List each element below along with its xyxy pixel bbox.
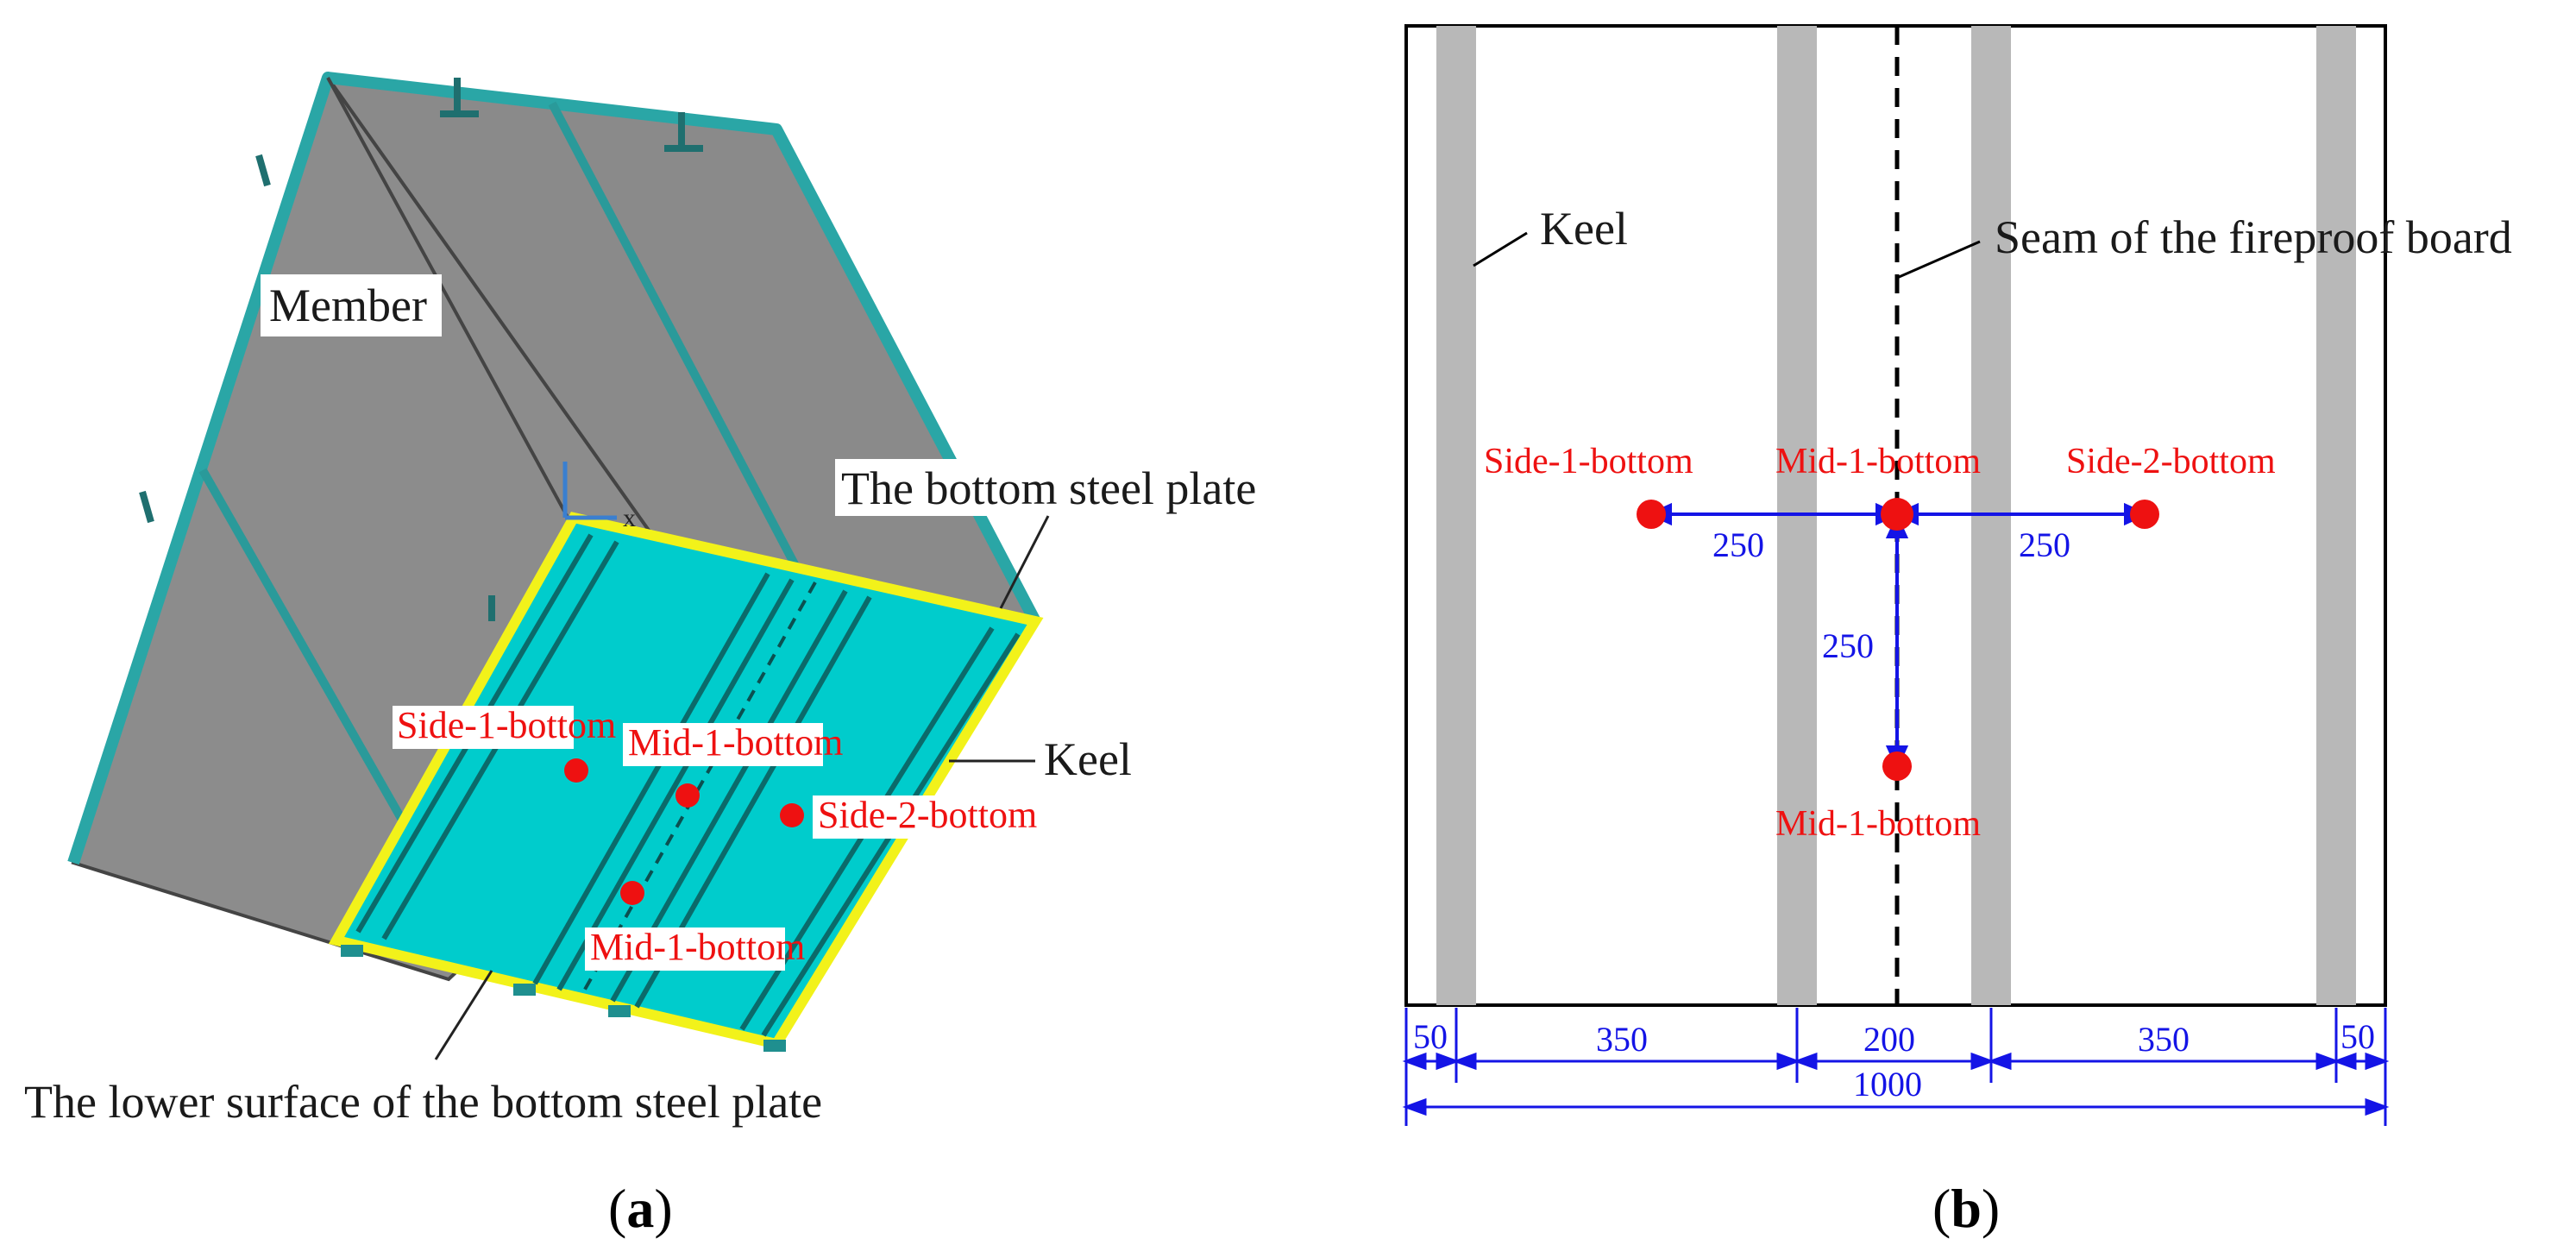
dim-250-left: 250 bbox=[1712, 525, 1764, 564]
dim-350-left: 350 bbox=[1596, 1020, 1648, 1059]
bottom-plate-label: The bottom steel plate bbox=[841, 462, 1256, 514]
caption-b: (b) bbox=[1932, 1178, 2000, 1239]
lower-surface-leader bbox=[434, 970, 493, 1060]
lower-surface-label: The lower surface of the bottom steel pl… bbox=[24, 1076, 822, 1128]
mid1-top-label-a: Mid-1-bottom bbox=[628, 721, 843, 764]
plate-seam-dashed bbox=[581, 582, 817, 995]
point-mid1-top-a bbox=[675, 783, 700, 808]
caption-a: (a) bbox=[608, 1178, 673, 1239]
points-a bbox=[564, 758, 804, 905]
side1-label-box-a bbox=[393, 706, 574, 749]
mid1-top-label-b: Mid-1-bottom bbox=[1775, 442, 1981, 481]
dim-350-right: 350 bbox=[2138, 1020, 2190, 1059]
mid1-low-label-box-a bbox=[585, 927, 785, 971]
side2-label-a: Side-2-bottom bbox=[818, 794, 1037, 836]
panel-b: Keel Seam of the fireproof board 250 250… bbox=[1402, 24, 2512, 1239]
dim-200: 200 bbox=[1863, 1020, 1915, 1059]
panel-a: x Member The bottom steel plate Keel Sid… bbox=[24, 72, 1305, 1239]
bottom-dims bbox=[1402, 1008, 2390, 1126]
keel-strip-1 bbox=[1436, 26, 1476, 1005]
dim-250-down: 250 bbox=[1822, 626, 1874, 665]
keel-strip-4 bbox=[2316, 26, 2356, 1005]
side1-label-b: Side-1-bottom bbox=[1484, 442, 1693, 481]
mid1-low-label-b: Mid-1-bottom bbox=[1775, 804, 1981, 844]
seam-leader bbox=[1896, 240, 1981, 280]
side2-label-b: Side-2-bottom bbox=[2066, 442, 2276, 481]
keel-leader-b bbox=[1473, 231, 1528, 267]
dim-50-left: 50 bbox=[1413, 1017, 1448, 1056]
points-b bbox=[1637, 498, 2159, 781]
member-label: Member bbox=[269, 280, 427, 331]
axis-x-label: x bbox=[623, 504, 636, 532]
point-mid1-low-a bbox=[620, 881, 644, 905]
axis-glyph: x bbox=[562, 462, 636, 532]
point-side1-b bbox=[1637, 500, 1666, 529]
keels-b bbox=[1436, 26, 2356, 1005]
side1-label-a: Side-1-bottom bbox=[397, 704, 616, 746]
seam-label: Seam of the fireproof board bbox=[1995, 211, 2512, 263]
member-label-box bbox=[261, 274, 442, 336]
side2-label-box-a bbox=[813, 795, 1018, 839]
point-mid1-low-b bbox=[1882, 751, 1912, 781]
point-side2-b bbox=[2130, 500, 2159, 529]
plate-feet bbox=[341, 945, 786, 1052]
dim-1000: 1000 bbox=[1853, 1065, 1922, 1104]
bottom-plate-leader bbox=[999, 515, 1050, 609]
keel-label-b: Keel bbox=[1540, 203, 1628, 255]
member-ticks bbox=[139, 78, 703, 621]
bottom-plate-label-box bbox=[835, 459, 1305, 516]
point-side2-a bbox=[780, 803, 804, 827]
point-side1-a bbox=[564, 758, 588, 783]
mid1-low-label-a: Mid-1-bottom bbox=[590, 926, 805, 968]
member-fold-2 bbox=[548, 101, 815, 598]
keel-label-a: Keel bbox=[1044, 733, 1132, 785]
dim-250-right: 250 bbox=[2019, 525, 2070, 564]
member-fold-1 bbox=[326, 77, 588, 553]
dim-50-right: 50 bbox=[2340, 1017, 2375, 1056]
mid1-top-label-box-a bbox=[623, 723, 823, 766]
point-mid1-top-b bbox=[1881, 498, 1913, 531]
